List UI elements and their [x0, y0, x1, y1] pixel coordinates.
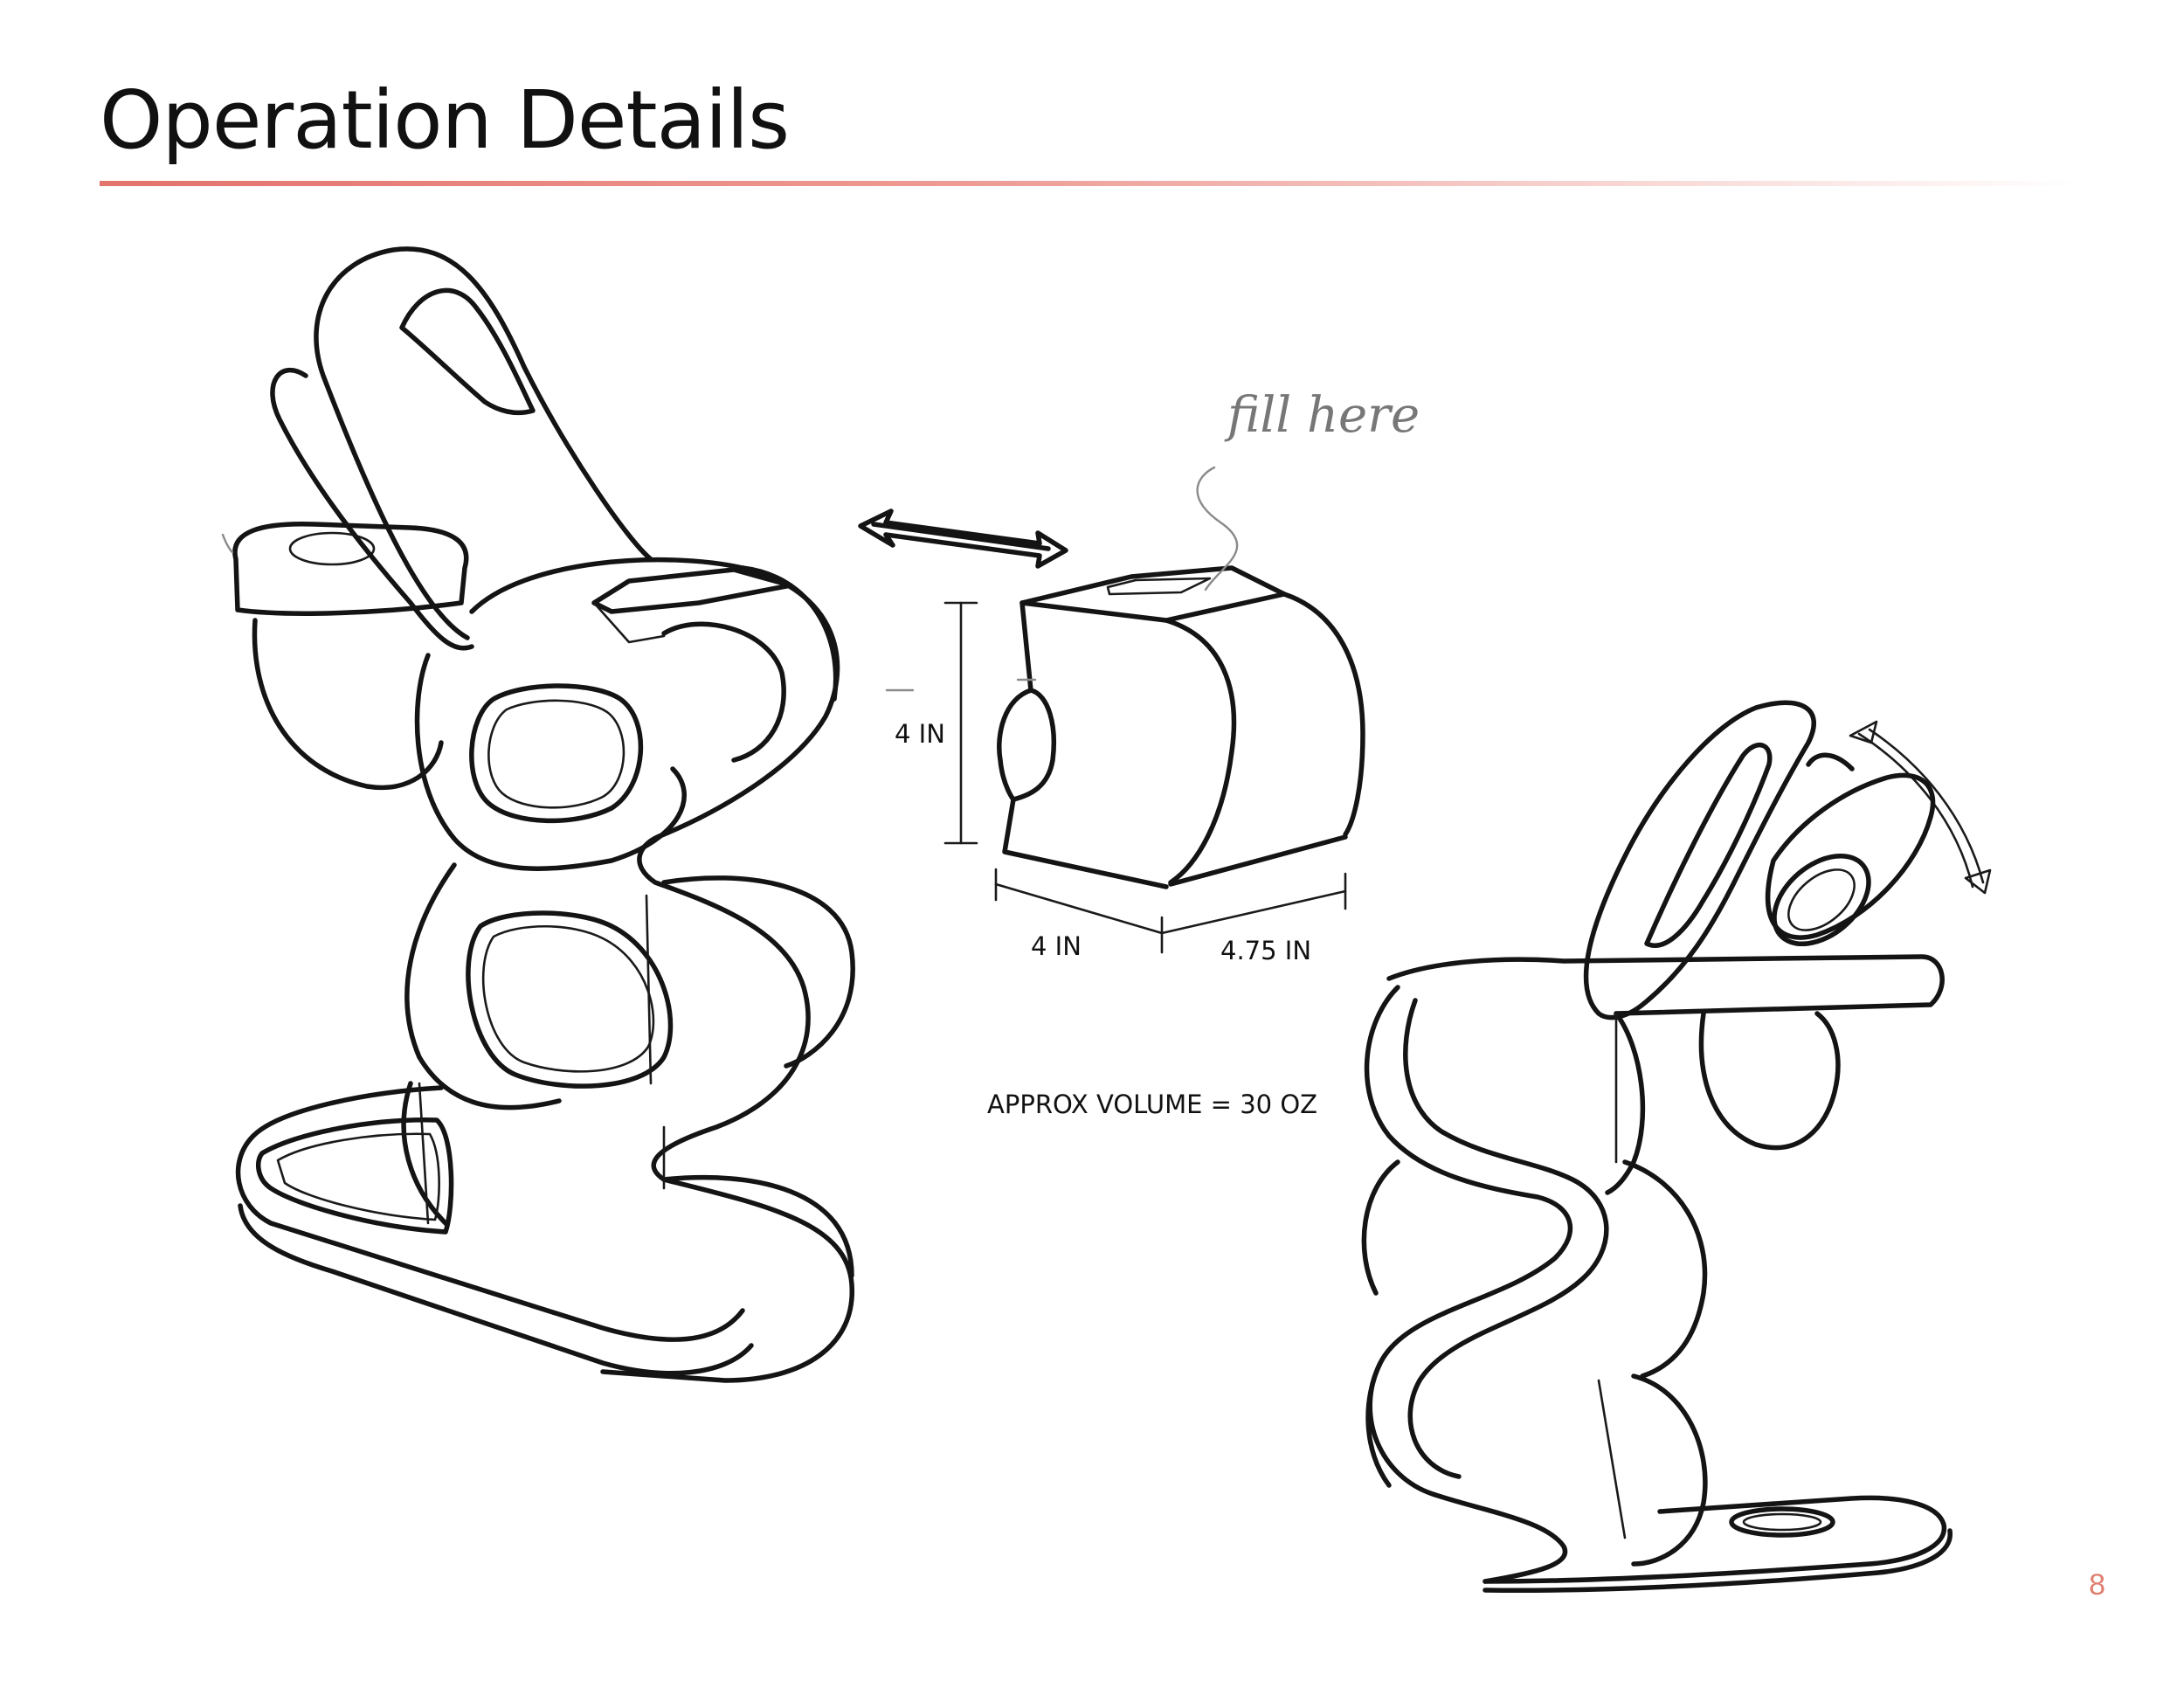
- fill-here-note: fill here: [1227, 387, 1420, 444]
- slide-title: Operation Details: [100, 73, 790, 167]
- open-dispenser-sketch: [1361, 700, 1992, 1594]
- width-dimension-label: 4.75 IN: [1220, 936, 1312, 965]
- depth-dimension-label: 4 IN: [1031, 931, 1082, 961]
- title-underline: [100, 181, 2083, 186]
- assembled-dispenser-sketch: [221, 246, 855, 1383]
- height-dimension-label: 4 IN: [895, 719, 945, 749]
- volume-label: APPROX VOLUME = 30 OZ: [987, 1090, 1318, 1119]
- refill-cartridge-sketch: [858, 466, 1365, 954]
- page-number: 8: [2089, 1568, 2105, 1602]
